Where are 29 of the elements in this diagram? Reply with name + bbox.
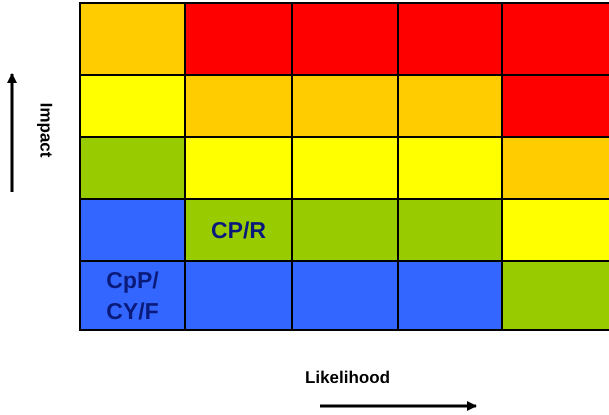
risk-matrix-cell [502,199,609,261]
risk-matrix-cell [292,261,398,330]
risk-matrix-cell [292,199,398,261]
risk-matrix-cell [502,3,609,75]
risk-matrix-cell [398,137,502,199]
risk-matrix-cell [185,137,292,199]
risk-matrix-cell [398,75,502,137]
risk-matrix-cell [80,3,185,75]
risk-matrix-cell [185,199,292,261]
risk-matrix-cell [80,261,185,330]
risk-matrix-cell [80,75,185,137]
risk-matrix-cell [185,3,292,75]
cell-label: CpP/ CY/F [105,266,160,326]
risk-matrix-cell [398,199,502,261]
risk-matrix-cell [398,3,502,75]
risk-matrix-cell [398,261,502,330]
risk-matrix-cell [502,75,609,137]
risk-matrix-cell [80,137,185,199]
risk-matrix-cell [292,75,398,137]
risk-matrix-cell [185,75,292,137]
risk-matrix-cell [502,137,609,199]
cell-label: CP/R [210,216,267,244]
risk-matrix-cell [185,261,292,330]
axis-label: Impact [35,102,56,158]
risk-matrix-cell [502,261,609,330]
axis-label: Likelihood [305,368,390,388]
risk-matrix-cell [292,137,398,199]
risk-matrix-cell [292,3,398,75]
risk-matrix-cell [80,199,185,261]
